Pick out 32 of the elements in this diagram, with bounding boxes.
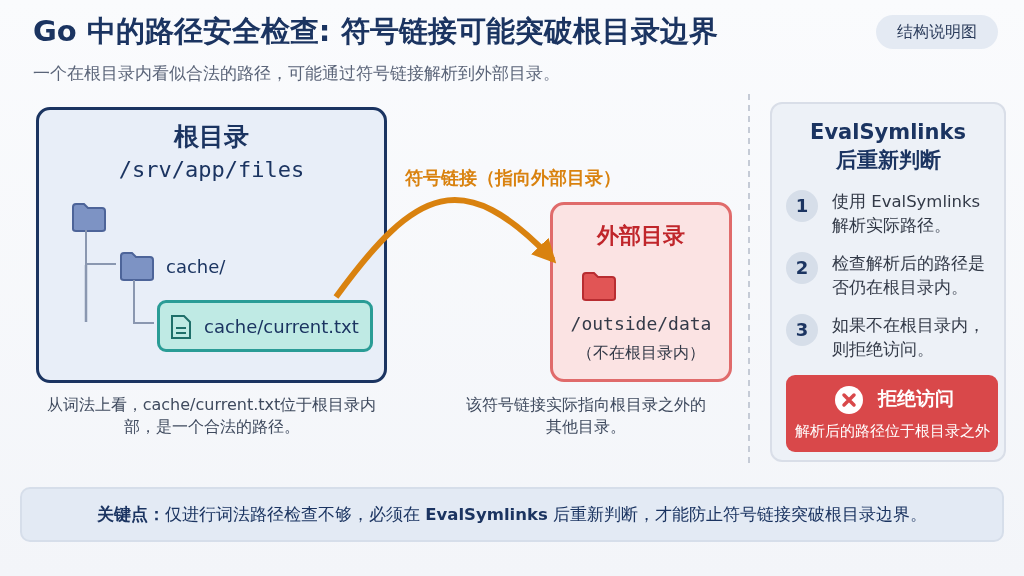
panel-heading: EvalSymlinks 后重新判断 [810, 119, 966, 175]
step-text: 使用 EvalSymlinks 解析实际路径。 [832, 191, 982, 237]
banner-text: 解析后的路径位于根目录之外 [793, 422, 991, 441]
step-number: 3 [786, 314, 818, 346]
step-text: 检查解析后的路径是否仍在根目录内。 [832, 253, 986, 299]
subtitle: 一个在根目录内看似合法的路径，可能通过符号链接解析到外部目录。 [33, 62, 560, 85]
caption-text: 该符号链接实际指向根目录之外的其他目录。 [466, 394, 706, 438]
tag-badge: 结构说明图 [876, 15, 998, 49]
diagram-title: Go 中的路径安全检查: 符号链接可能突破根目录边界 [33, 13, 718, 50]
step-text: 如果不在根目录内，则拒绝访问。 [832, 315, 986, 361]
folder-icon [71, 202, 107, 233]
panel-heading: 外部目录 [595, 222, 686, 250]
outside-directory-panel [550, 202, 732, 382]
directory-path: /srv/app/files [117, 157, 306, 182]
root-directory-panel [36, 107, 387, 383]
arrow [333, 197, 557, 299]
folder-name: cache/ [166, 256, 226, 277]
step-number: 2 [786, 252, 818, 284]
steps-panel [770, 102, 1006, 462]
directory-path: /outside/data [569, 313, 713, 334]
tree-line [85, 229, 117, 265]
note-text: （不在根目录内） [576, 343, 706, 364]
key-point-text: 关键点：仅进行词法路径检查不够，必须在 EvalSymlinks 后重新判断，才能防止符号链接突破根目录边界。 [96, 504, 928, 526]
key-point-bar [20, 487, 1004, 542]
tree-line [133, 279, 155, 324]
file-name: cache/current.txt [204, 316, 359, 337]
step-number: 1 [786, 190, 818, 222]
reject-banner [786, 375, 998, 452]
caption-text: 从词法上看，cache/current.txt位于根目录内部，是一个合法的路径。 [45, 394, 378, 438]
file-box [157, 300, 373, 352]
panel-heading: 根目录 [172, 121, 250, 153]
banner-heading: 拒绝访问 [878, 386, 954, 411]
